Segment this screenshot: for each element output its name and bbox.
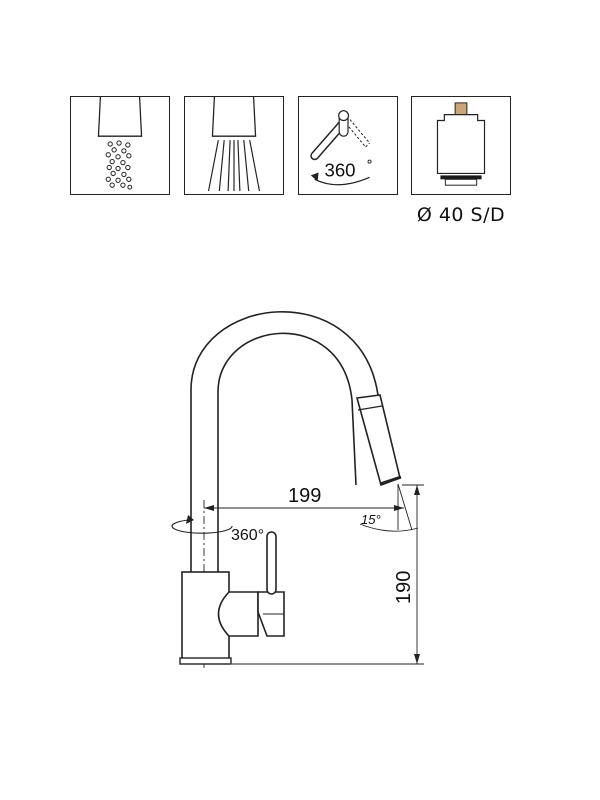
aerated-stream-icon [97, 97, 143, 190]
cartridge-panel [411, 96, 511, 195]
reach-dimension-label: 199 [288, 485, 321, 507]
base-rotation-label: 360° [231, 527, 264, 544]
swivel-panel: 360 [298, 96, 398, 195]
spout-outer-outline [190, 311, 382, 572]
aerated-flow-panel [70, 96, 170, 195]
cartridge-icon [436, 102, 486, 186]
swivel-spout-icon: 360 [310, 110, 372, 186]
cartridge-size-label: Ø 40 S/D [416, 204, 506, 226]
spout-tilt-label: 15° [361, 512, 381, 527]
spout-inner-outline [217, 332, 357, 572]
spray-stream-icon [207, 97, 261, 192]
lever-handle [266, 531, 277, 595]
faucet-base [179, 657, 232, 665]
height-dimension-label: 190 [393, 571, 415, 604]
swivel-rotation-label: 360 [324, 159, 355, 180]
spray-flow-panel [184, 96, 284, 195]
